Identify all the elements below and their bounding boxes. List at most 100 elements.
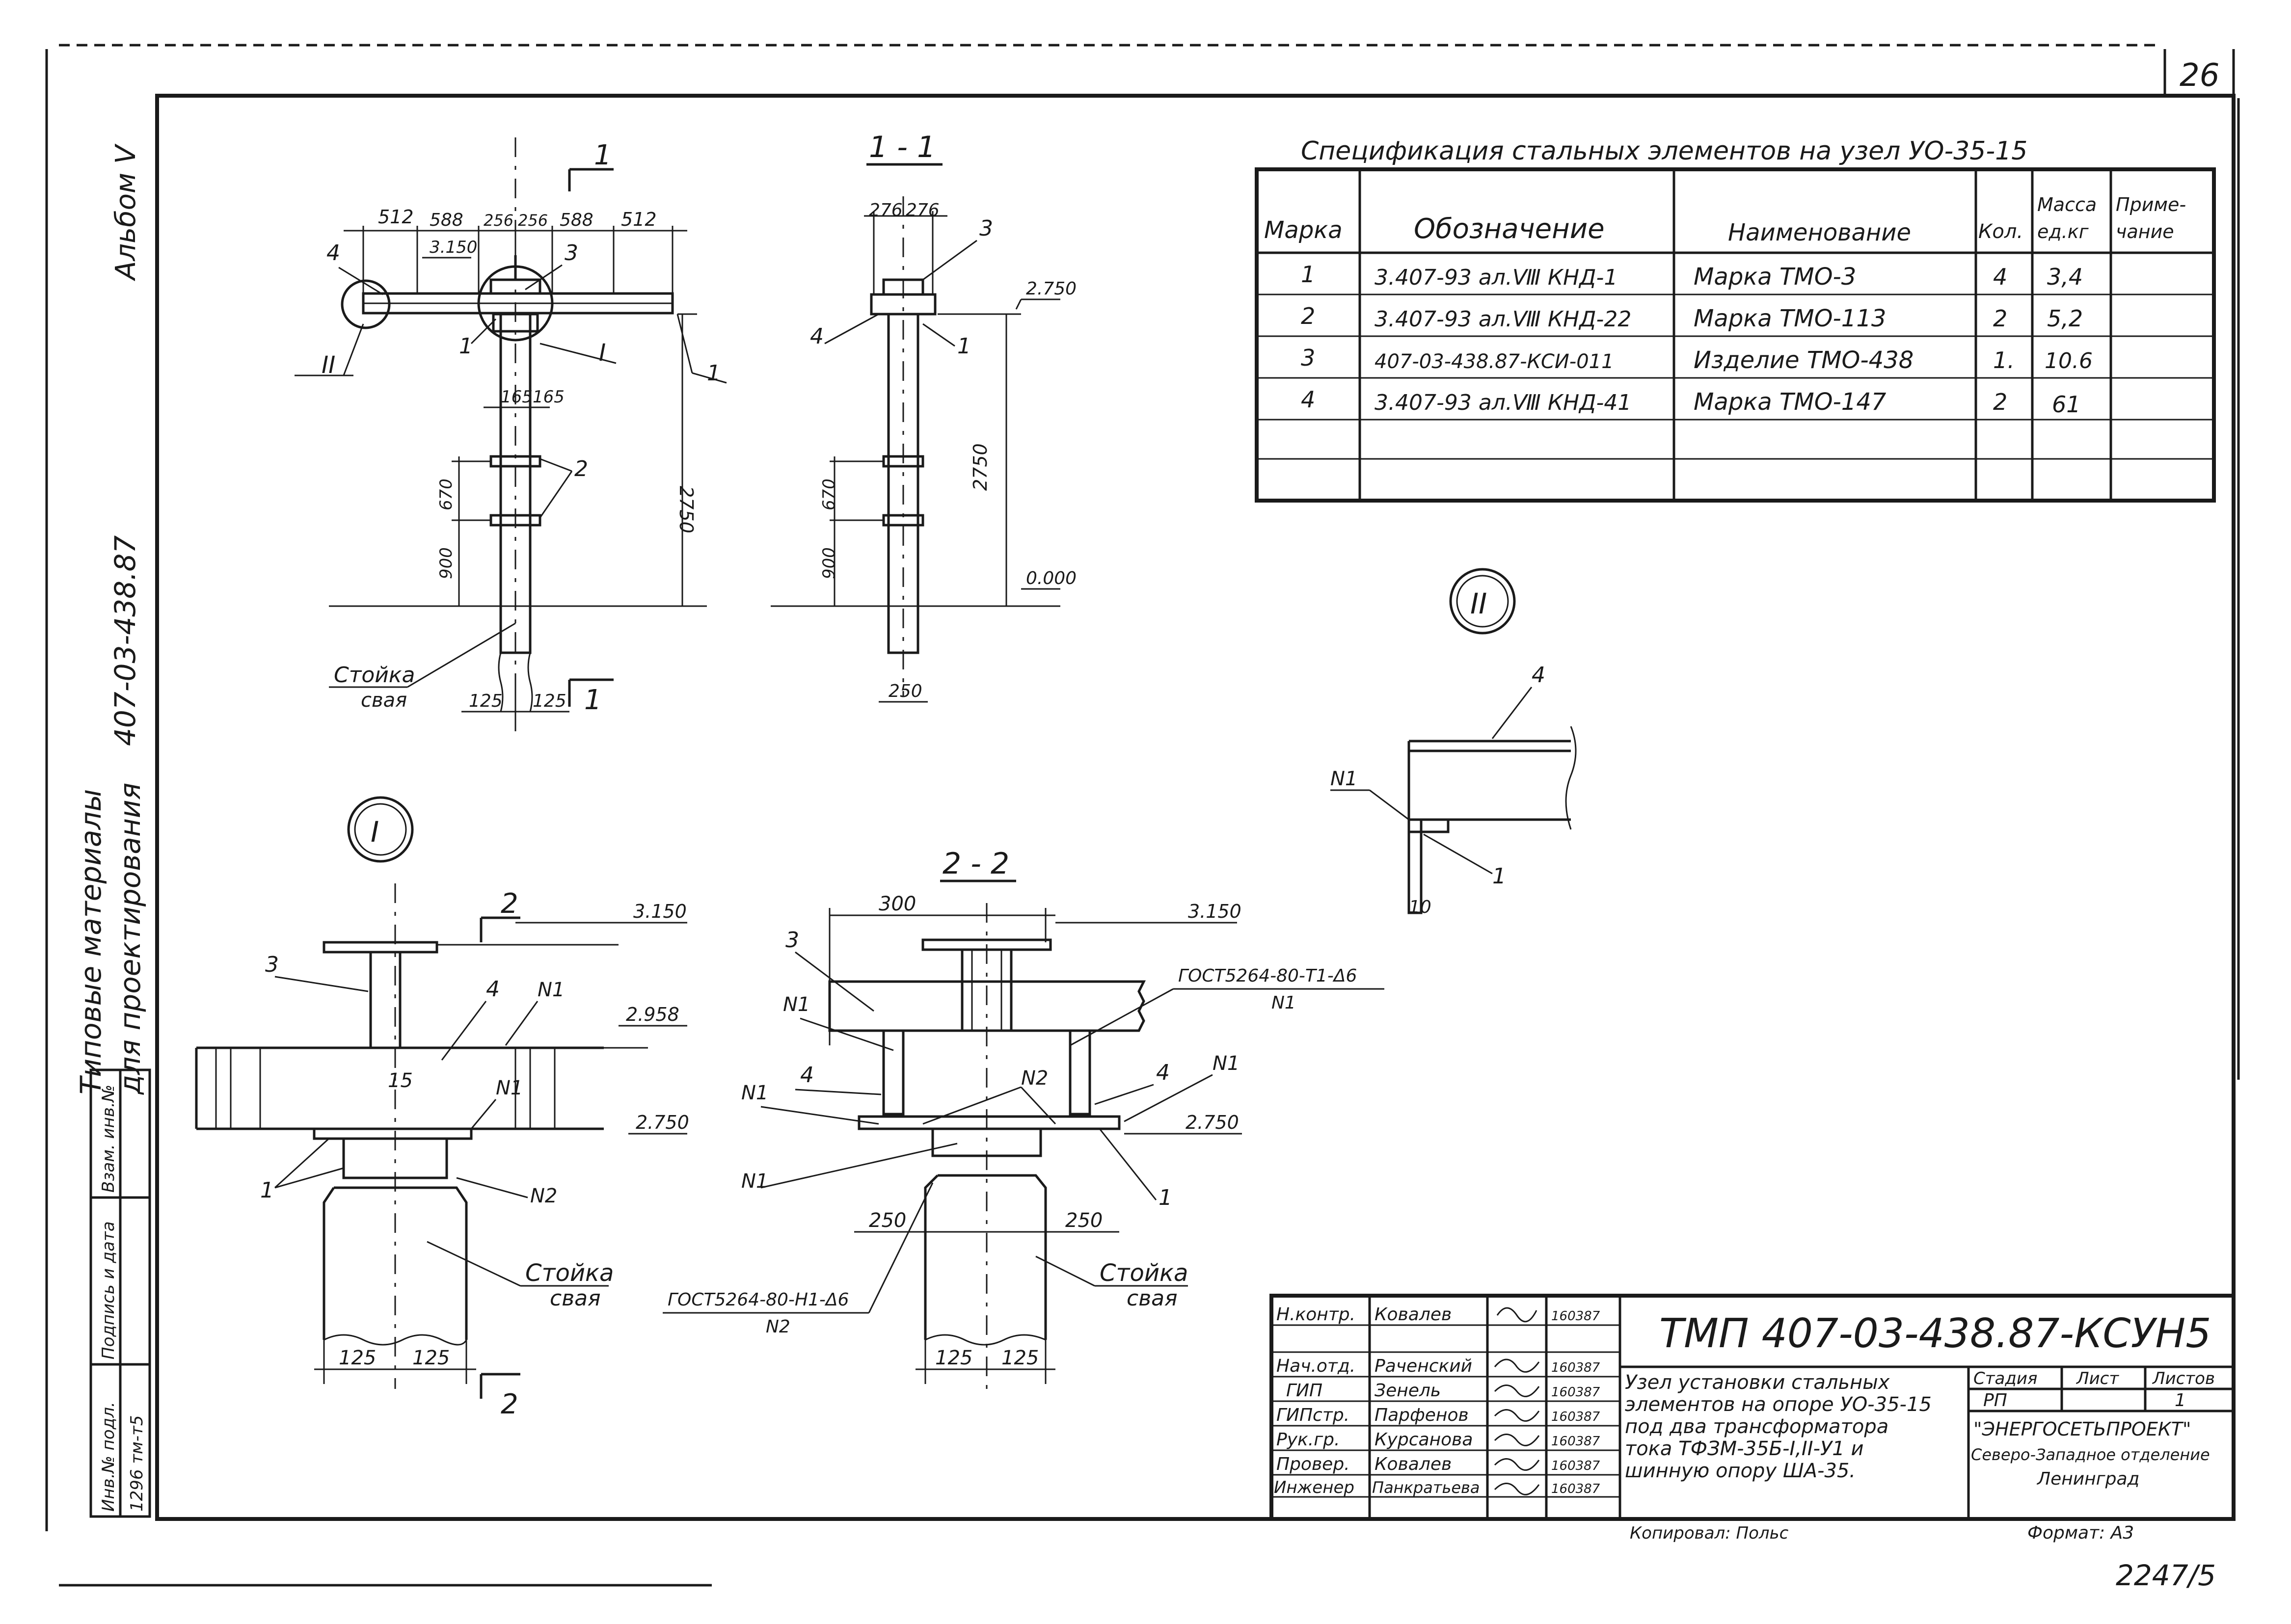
title-line2: для проектирования: [113, 783, 147, 1095]
cell-mass: 3,4: [2047, 264, 2083, 290]
description-line: под два трансформатора: [1625, 1415, 1888, 1438]
weld-n1-lower: N1: [496, 1077, 523, 1099]
org-city: Ленинград: [2036, 1469, 2139, 1489]
detail-II-title: II: [1470, 587, 1487, 620]
name: Курсанова: [1375, 1430, 1473, 1450]
cell-designation: 3.407-93 ал.Ⅷ КНД-1: [1375, 265, 1617, 290]
main-view: 512 588 256 256 588 512 3.150 4 3 1 I II…: [295, 137, 727, 731]
dim-588-left: 588: [430, 210, 463, 230]
title-block: Н.контр. Ковалев 160387 Нач.отд. Раченск…: [1269, 1294, 2236, 1543]
dim-125-left: 125: [935, 1347, 972, 1369]
role: ГИПстр.: [1276, 1405, 1349, 1425]
weld-n1: N1: [538, 979, 565, 1001]
cell-mass: 61: [2052, 391, 2081, 418]
sheets-label: Листов: [2152, 1369, 2215, 1388]
weld-n1-c: N1: [1213, 1052, 1240, 1075]
dim-2750: 2750: [970, 443, 991, 491]
callout-3: 3: [979, 216, 993, 241]
callout-1-left: 1: [459, 334, 473, 359]
dim-125-left: 125: [469, 691, 503, 711]
signature-row: Провер. Ковалев 160387: [1276, 1454, 1600, 1474]
callout-4-left: 4: [800, 1063, 814, 1088]
signature-row: ГИПстр. Парфенов 160387: [1276, 1405, 1600, 1425]
section-mark-2-top: 2: [501, 888, 518, 920]
date: 160387: [1551, 1385, 1600, 1400]
dim-125-left: 125: [339, 1347, 376, 1369]
spec-header-mass2: ед.кг: [2037, 221, 2089, 242]
detail-ref-I: I: [599, 339, 606, 367]
spec-header-mark: Марка: [1264, 216, 1343, 244]
dim-512-right: 512: [621, 209, 657, 230]
date: 160387: [1551, 1434, 1600, 1449]
name: Парфенов: [1375, 1405, 1469, 1425]
callout-3: 3: [565, 240, 578, 266]
sheet-number: 26: [2180, 57, 2219, 94]
callout-3: 3: [265, 952, 279, 977]
level-2750: 2.750: [1026, 279, 1077, 299]
document-code: 2247/5: [2116, 1559, 2216, 1592]
spec-header-note2: чание: [2116, 221, 2174, 242]
dim-165-right: 165: [533, 387, 565, 407]
cell-name: Марка ТМО-147: [1694, 388, 1887, 416]
weld-n2: N2: [530, 1185, 557, 1207]
detail-II: II 4 N1 1 10: [1330, 568, 1577, 917]
weld-n1-b: N1: [741, 1082, 768, 1104]
date: 160387: [1551, 1309, 1600, 1324]
description-line: Узел установки стальных: [1625, 1371, 1890, 1394]
org-branch: Северо-Западное отделение: [1971, 1445, 2210, 1464]
weld-n1-d: N1: [741, 1170, 768, 1193]
detail-ref-II: II: [322, 351, 335, 379]
spec-row: 2 3.407-93 ал.Ⅷ КНД-22 Марка ТМО-113 2 5…: [1301, 303, 2083, 332]
cell-designation: 3.407-93 ал.Ⅷ КНД-22: [1375, 307, 1631, 332]
dim-125-right: 125: [1001, 1347, 1039, 1369]
callout-1-right: 1: [707, 361, 721, 386]
drawing-code: ТМП 407-03-438.87-КСУН5: [1659, 1310, 2211, 1357]
cell-mass: 10.6: [2045, 348, 2093, 373]
dim-276-left: 276: [869, 200, 903, 220]
stoyka-label: Стойка: [1100, 1259, 1188, 1287]
role: Провер.: [1276, 1454, 1350, 1474]
cell-name: Марка ТМО-3: [1694, 263, 1856, 291]
detail-I: I 3 4 N1 15 N1 1 N2 3.150 2.958: [195, 796, 689, 1420]
spec-title: Спецификация стальных элементов на узел …: [1301, 136, 2027, 166]
dim-2750: 2750: [675, 486, 697, 533]
dim-588-right: 588: [560, 210, 593, 230]
left-margin: Альбом Ⅴ 407-03-438.87 Типовые материалы…: [74, 143, 151, 1518]
signature-row: Нач.отд. Раченский 160387: [1276, 1356, 1600, 1376]
spec-header-note1: Приме-: [2116, 194, 2186, 215]
spec-header-mass1: Масса: [2037, 194, 2097, 215]
callout-4: 4: [810, 324, 824, 349]
date: 160387: [1551, 1360, 1600, 1375]
signature-row: Рук.гр. Курсанова 160387: [1276, 1430, 1600, 1450]
level-3150: 3.150: [430, 238, 477, 257]
sheet-value: 1: [2175, 1390, 2186, 1411]
cell-qty: 1.: [1993, 347, 2015, 373]
dim-900: 900: [819, 547, 839, 579]
title-line1: Типовые материалы: [74, 789, 108, 1094]
sheet-format: Формат: А3: [2027, 1523, 2134, 1543]
weld-n2: N2: [1021, 1067, 1048, 1090]
name: Зенель: [1375, 1381, 1441, 1401]
callout-4-right: 4: [1156, 1060, 1170, 1085]
level-2750: 2.750: [636, 1112, 689, 1133]
callout-4: 4: [486, 977, 500, 1002]
stoyka-label: Стойка: [525, 1259, 614, 1287]
role: Рук.гр.: [1276, 1430, 1340, 1450]
cell-mark: 2: [1301, 303, 1315, 329]
signature-marks: [1494, 1307, 1540, 1495]
role: ГИП: [1286, 1381, 1322, 1401]
description-line: тока ТФЗМ-35Б-I,II-У1 и: [1625, 1438, 1863, 1460]
signature-row: ГИП Зенель 160387: [1286, 1381, 1600, 1401]
spec-row: 3 407-03-438.87-КСИ-011 Изделие ТМО-438 …: [1301, 345, 2093, 374]
section-2-2-title: 2 - 2: [943, 847, 1009, 881]
name: Ковалев: [1375, 1454, 1452, 1474]
callout-4: 4: [1532, 663, 1545, 688]
stage-value: РП: [1983, 1390, 2007, 1411]
callout-1: 1: [957, 334, 971, 359]
stoyka-label: Стойка: [334, 663, 415, 688]
role: Н.контр.: [1276, 1305, 1355, 1325]
copied-by: Копировал: Польс: [1630, 1523, 1789, 1543]
dim-256-left: 256: [484, 211, 513, 230]
dim-256-right: 256: [518, 211, 548, 230]
